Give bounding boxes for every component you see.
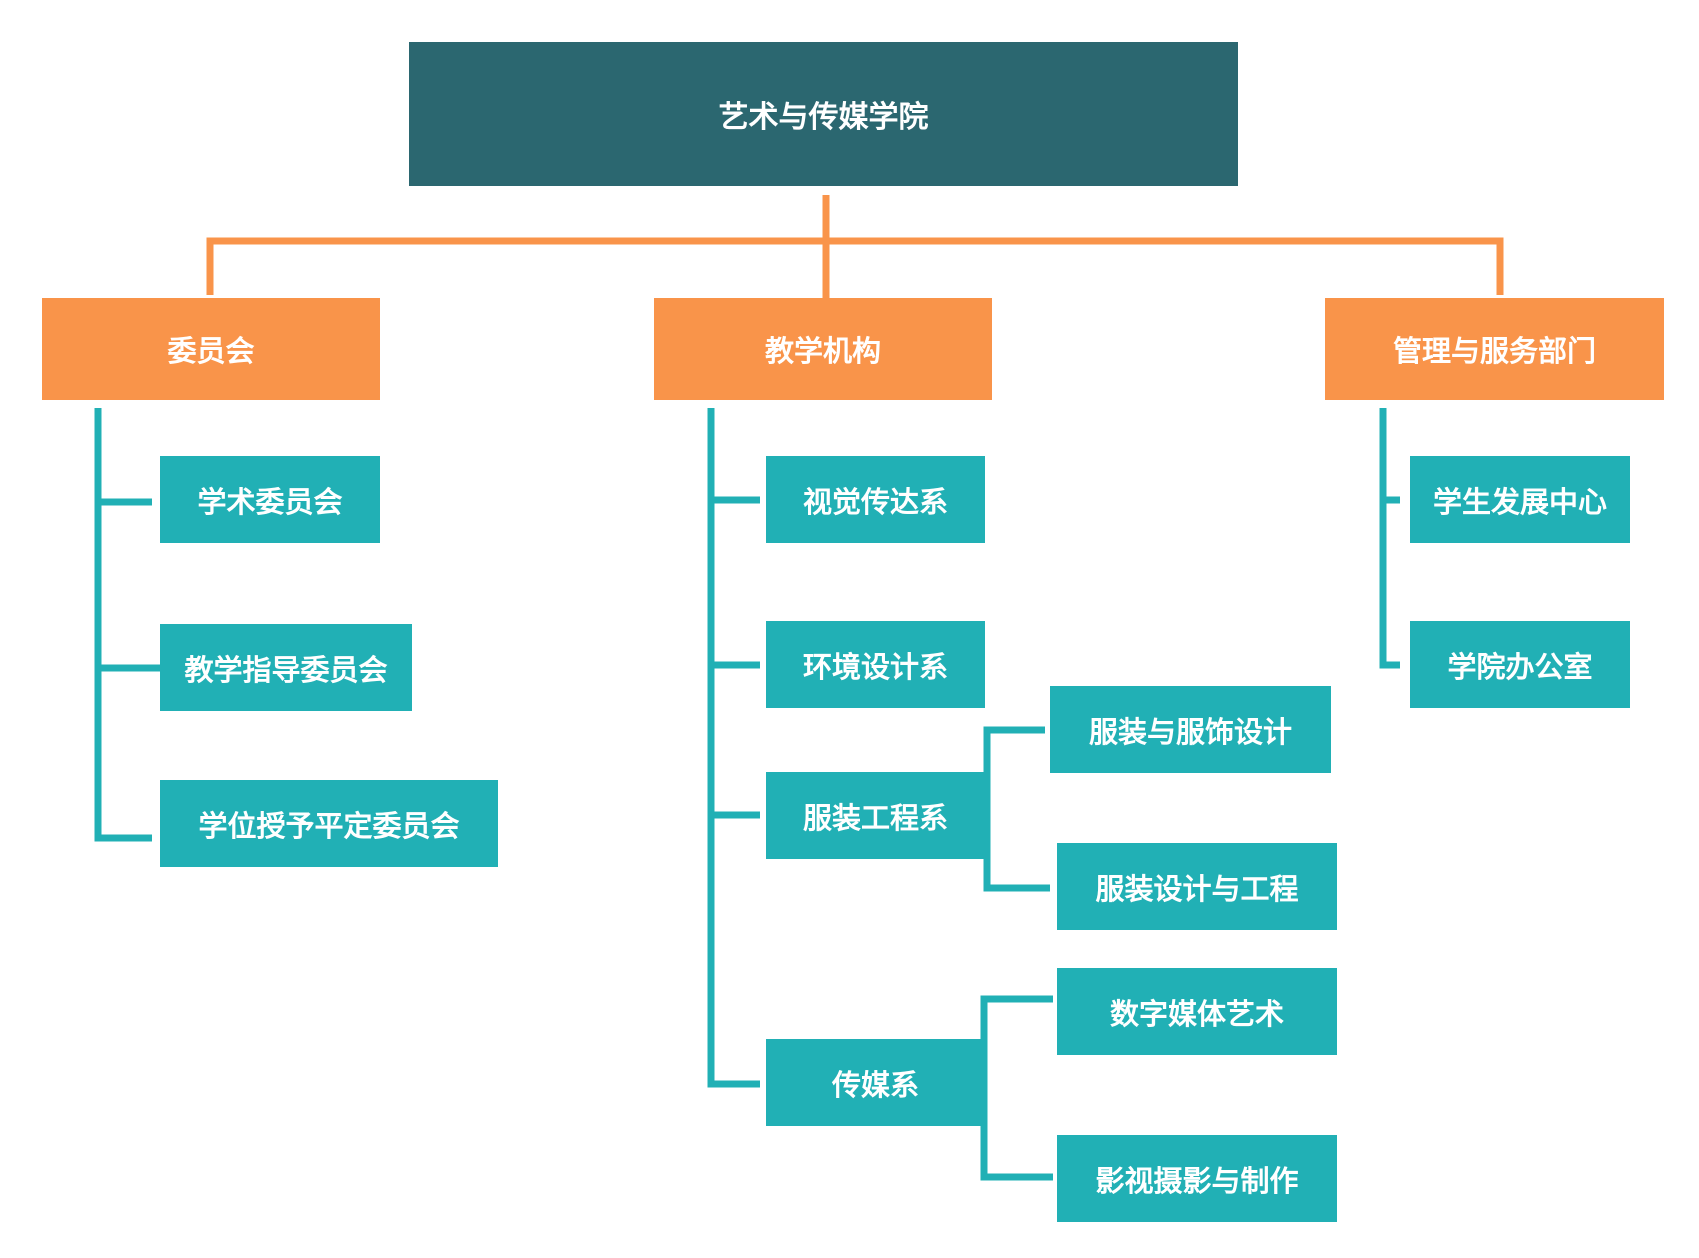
leaf-environment-design: 环境设计系 [766,621,985,708]
category-connectors [206,195,1504,298]
committee-spine [94,408,152,842]
category-label: 管理与服务部门 [1392,334,1596,368]
leaf-fashion-engineering: 服装工程系 [766,772,985,859]
leaf-connectors [94,408,1400,1181]
leaf-academic-committee: 学术委员会 [160,456,380,543]
admin-spine [1379,408,1400,669]
leaf-label: 环境设计系 [802,649,948,684]
leaf-film-photography: 影视摄影与制作 [1057,1135,1337,1222]
category-label: 委员会 [167,334,255,368]
leaf-fashion-and-accessory-design: 服装与服饰设计 [1050,686,1331,773]
leaf-label: 数字媒体艺术 [1109,996,1284,1031]
leaf-label: 传媒系 [831,1067,919,1102]
category-bus [206,237,1504,295]
leaf-media-department: 传媒系 [766,1039,985,1126]
media-bracket [980,995,1053,1181]
leaf-student-development-center: 学生发展中心 [1410,456,1630,543]
leaf-degree-committee: 学位授予平定委员会 [160,780,498,867]
leaf-label: 服装与服饰设计 [1088,714,1292,749]
leaf-college-office: 学院办公室 [1410,621,1630,708]
category-label: 教学机构 [764,334,881,368]
leaf-label: 视觉传达系 [802,484,948,519]
leaf-digital-media-art: 数字媒体艺术 [1057,968,1337,1055]
category-admin: 管理与服务部门 [1325,298,1664,400]
root-label: 艺术与传媒学院 [718,100,929,135]
leaf-label: 服装设计与工程 [1095,871,1299,906]
leaf-label: 影视摄影与制作 [1095,1163,1299,1198]
leaf-label: 服装工程系 [802,800,948,835]
root-node: 艺术与传媒学院 [409,42,1238,186]
teaching-spine [707,408,760,1088]
leaf-label: 学位授予平定委员会 [198,808,460,843]
leaf-label: 学术委员会 [197,484,343,519]
leaf-label: 学生发展中心 [1432,484,1607,519]
fashion-bracket [983,726,1050,892]
leaf-visual-communication: 视觉传达系 [766,456,985,543]
category-teaching: 教学机构 [654,298,992,400]
category-committee: 委员会 [42,298,380,400]
leaf-fashion-design-engineering: 服装设计与工程 [1057,843,1337,930]
leaf-teaching-guidance-committee: 教学指导委员会 [160,624,412,711]
leaf-label: 教学指导委员会 [184,652,388,687]
leaf-label: 学院办公室 [1447,649,1593,684]
